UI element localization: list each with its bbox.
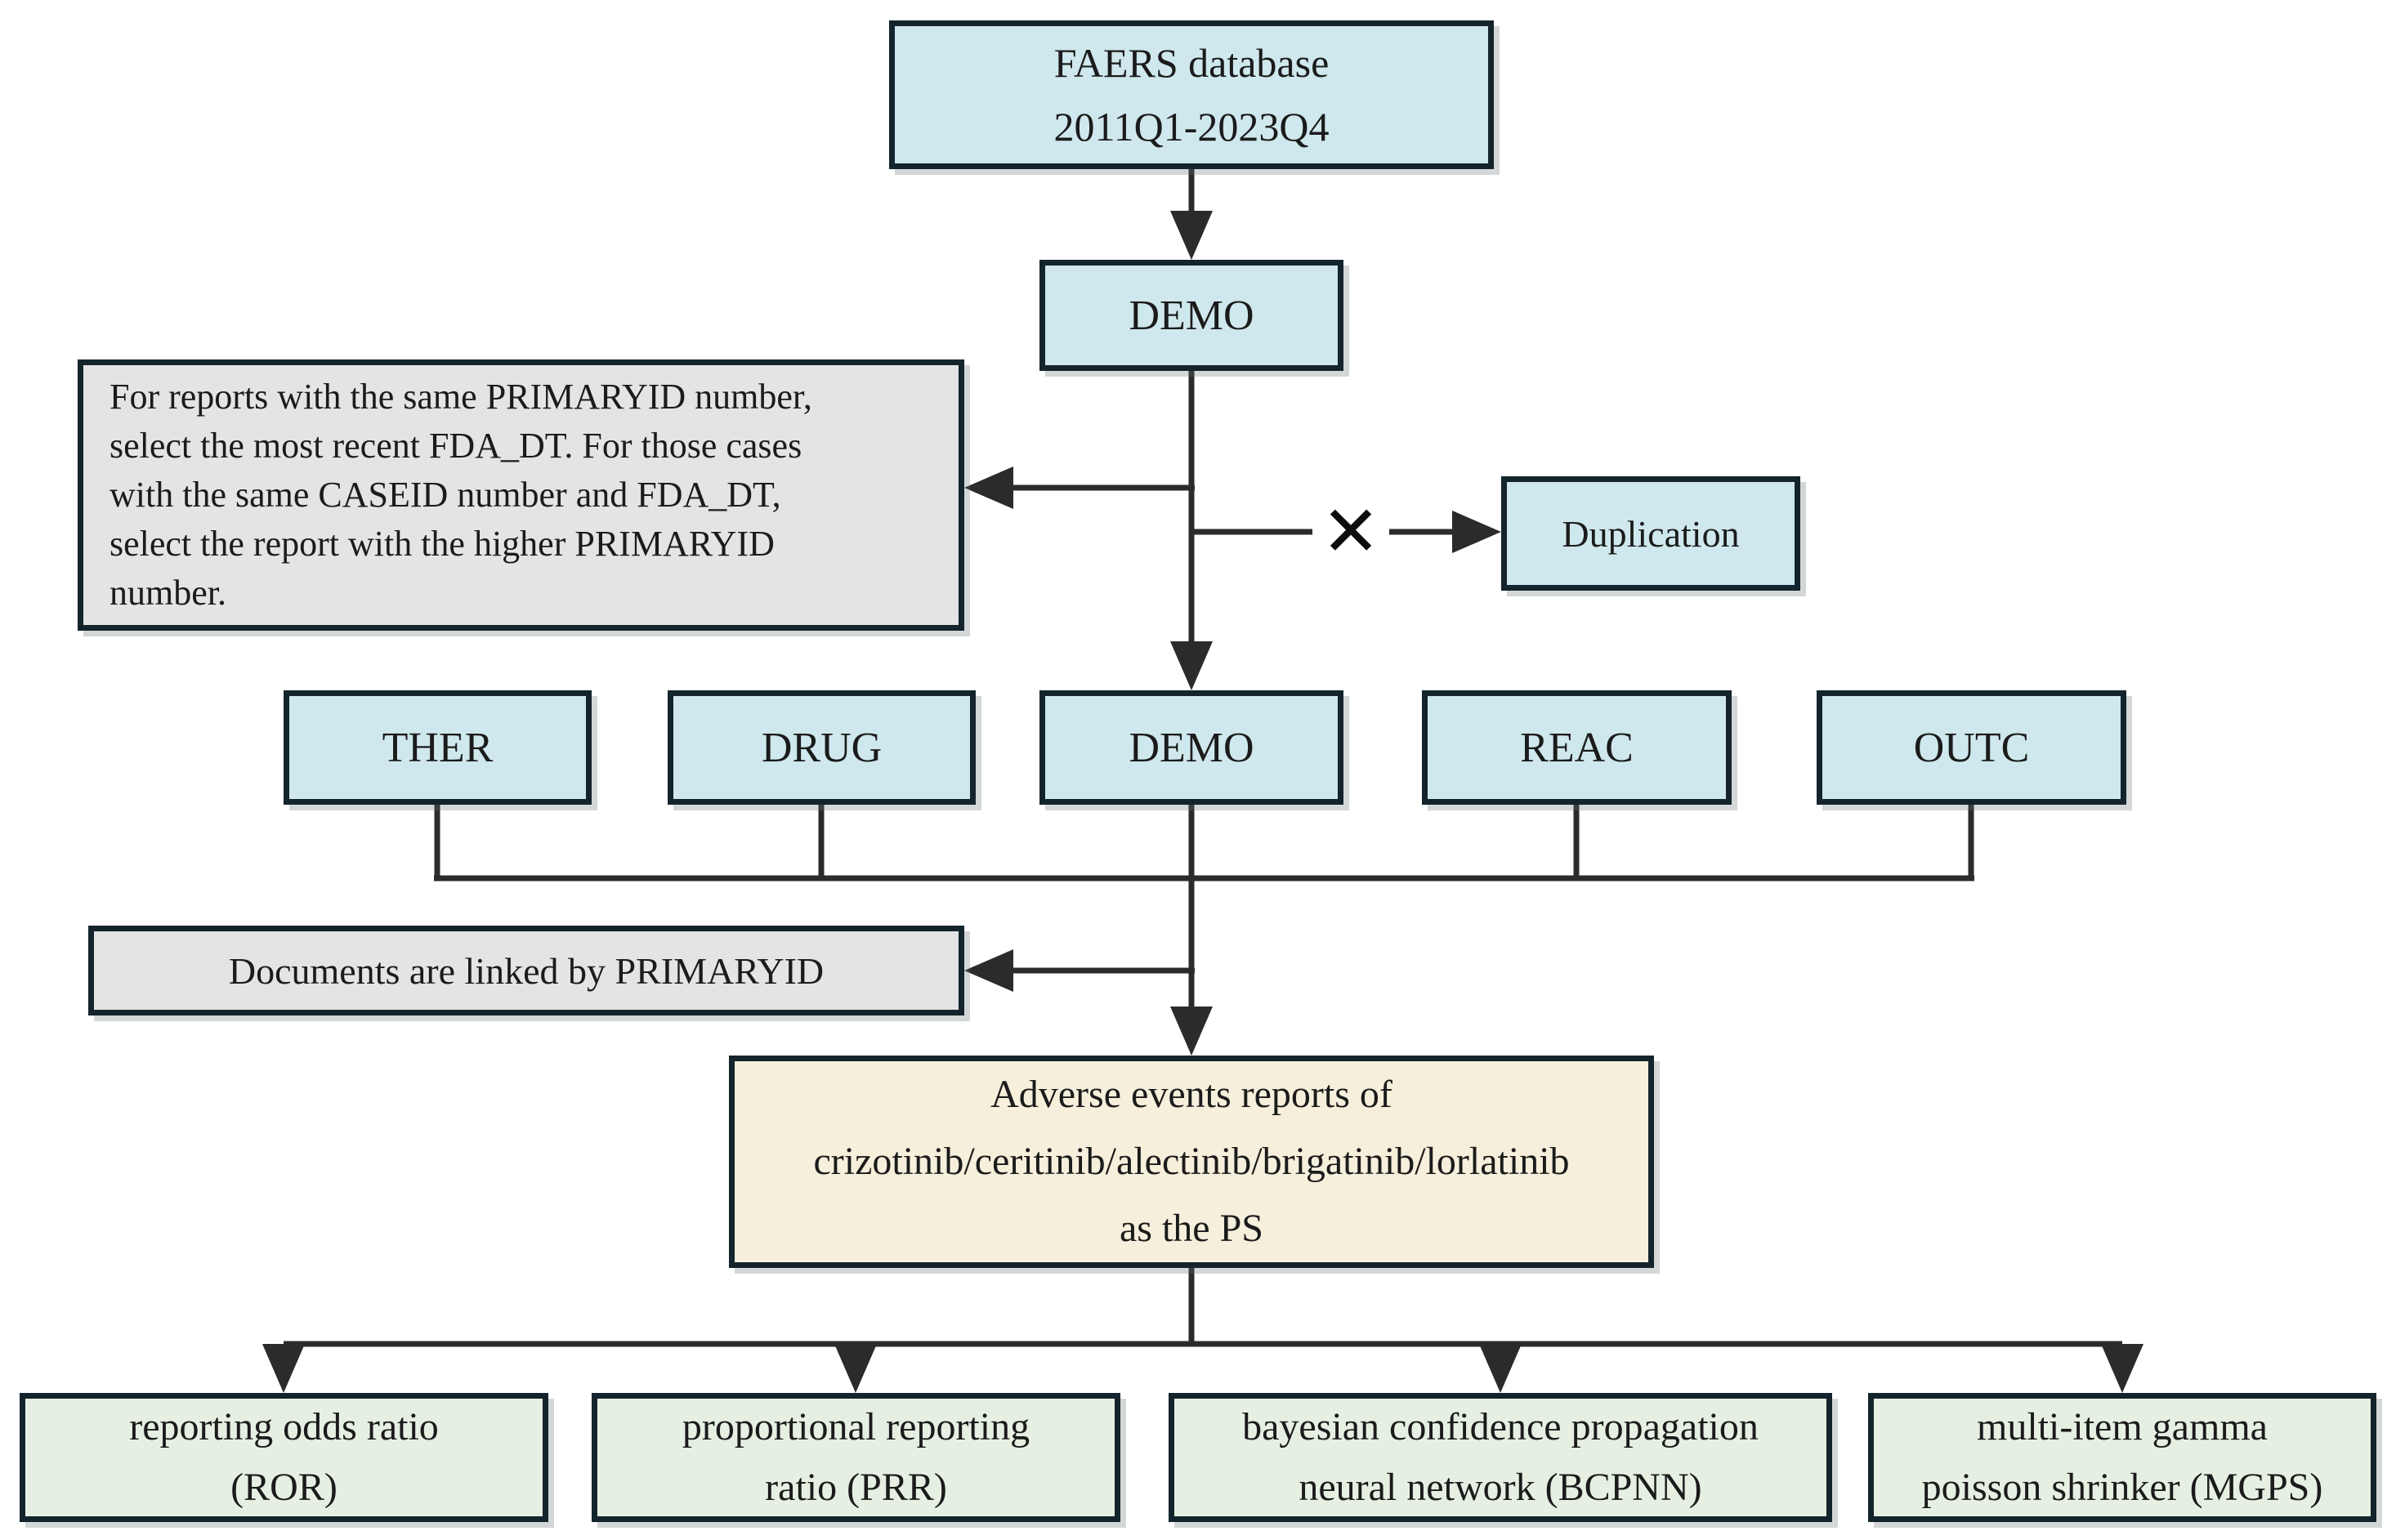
note-text-line: Documents are linked by PRIMARYID	[228, 949, 825, 992]
node-label-line: Duplication	[1562, 512, 1740, 555]
node-duplication: Duplication	[1501, 476, 1800, 591]
arrowhead-mgps	[2101, 1344, 2143, 1393]
node-drug: DRUG	[668, 690, 976, 805]
node-label-line: REAC	[1520, 724, 1634, 771]
node-demo-top: DEMO	[1039, 260, 1343, 371]
arrowhead-bcpnn	[1479, 1344, 1522, 1393]
arrowhead-row-adverse	[1170, 1007, 1213, 1056]
node-label-line: Adverse events reports of	[990, 1073, 1392, 1116]
node-label-line: OUTC	[1913, 724, 2030, 771]
arrowhead-demo-row	[1170, 641, 1213, 690]
node-linked-by-primaryid-note: Documents are linked by PRIMARYID	[88, 926, 964, 1016]
node-faers-database: FAERS database 2011Q1-2023Q4	[889, 20, 1494, 169]
node-label-line: ratio (PRR)	[765, 1466, 947, 1509]
note-text-line: For reports with the same PRIMARYID numb…	[110, 377, 812, 417]
node-deduplication-note: For reports with the same PRIMARYID numb…	[78, 359, 964, 631]
node-outc: OUTC	[1817, 690, 2126, 805]
node-ror: reporting odds ratio (ROR)	[20, 1393, 548, 1522]
note-text-line: select the report with the higher PRIMAR…	[110, 524, 775, 564]
arrowhead-ror	[262, 1344, 305, 1393]
node-reac: REAC	[1422, 690, 1732, 805]
node-adverse-events: Adverse events reports of crizotinib/cer…	[729, 1056, 1654, 1268]
node-label-line: poisson shrinker (MGPS)	[1921, 1466, 2323, 1509]
node-label-line: neural network (BCPNN)	[1299, 1466, 1702, 1509]
node-label-line: (ROR)	[230, 1466, 337, 1509]
node-label-line: bayesian confidence propagation	[1242, 1405, 1759, 1448]
node-label-line: as the PS	[1119, 1207, 1263, 1250]
node-mgps: multi-item gamma poisson shrinker (MGPS)	[1868, 1393, 2376, 1522]
node-label-line: DEMO	[1129, 724, 1254, 771]
node-label-line: FAERS database	[1053, 40, 1330, 86]
arrowhead-faers-demo	[1170, 211, 1213, 260]
note-text-line: with the same CASEID number and FDA_DT,	[110, 475, 781, 515]
arrowhead-duplication	[1452, 511, 1501, 553]
node-bcpnn: bayesian confidence propagation neural n…	[1169, 1393, 1832, 1522]
arrowhead-link-note	[964, 949, 1013, 992]
node-label-line: crizotinib/ceritinib/alectinib/brigatini…	[813, 1140, 1570, 1183]
node-prr: proportional reporting ratio (PRR)	[592, 1393, 1120, 1522]
note-text-line: select the most recent FDA_DT. For those…	[110, 426, 802, 466]
node-label-line: proportional reporting	[682, 1405, 1030, 1448]
note-text-line: number.	[110, 573, 226, 613]
arrowhead-dedup-note	[964, 466, 1013, 509]
node-ther: THER	[284, 690, 592, 805]
node-label-line: reporting odds ratio	[129, 1405, 439, 1448]
arrowhead-prr	[834, 1344, 877, 1393]
node-demo-mid: DEMO	[1039, 690, 1343, 805]
node-label-line: DEMO	[1129, 292, 1254, 339]
node-label-line: 2011Q1-2023Q4	[1053, 104, 1330, 150]
node-label-line: multi-item gamma	[1977, 1405, 2268, 1448]
node-label-line: DRUG	[761, 724, 883, 771]
node-label-line: THER	[382, 724, 494, 771]
exclusion-cross-icon: ✕	[1312, 486, 1389, 578]
